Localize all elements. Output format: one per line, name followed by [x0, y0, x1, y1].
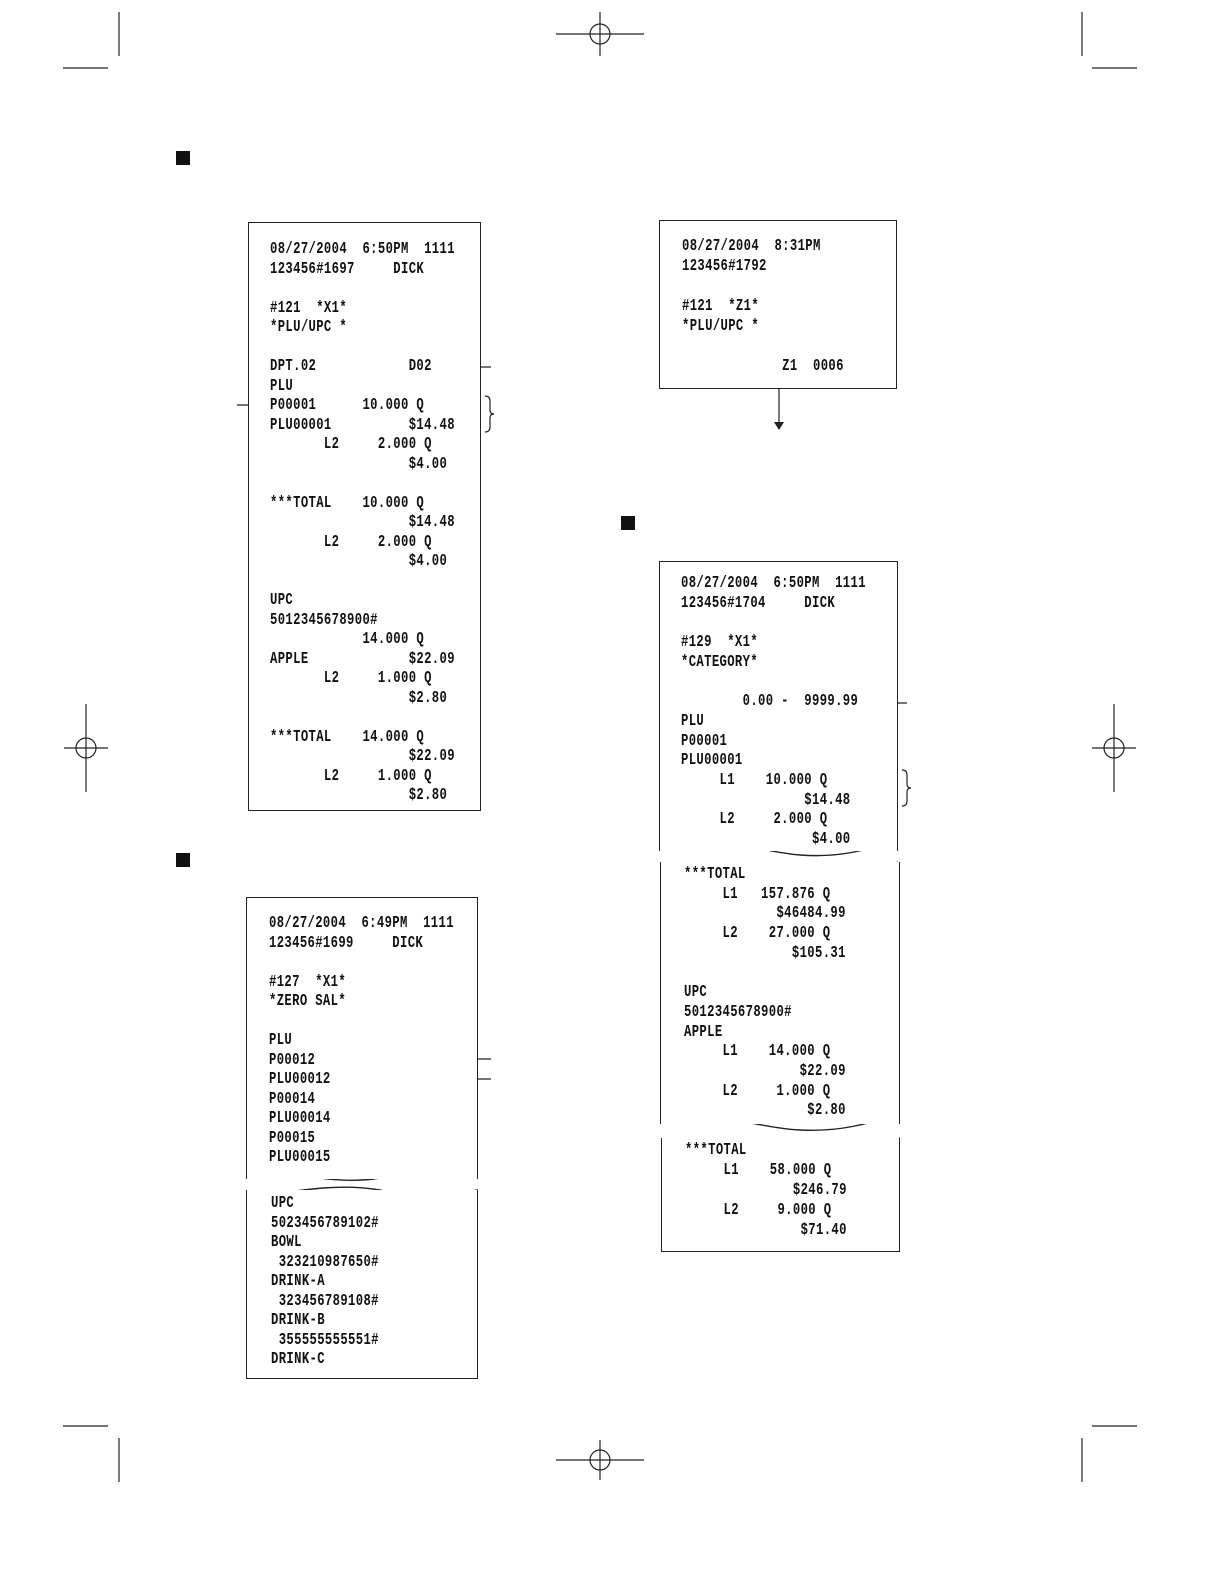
receipt-line: 5012345678900#	[684, 1002, 792, 1022]
receipt-line: $4.00	[681, 830, 851, 850]
receipt-line: PLU00001	[681, 751, 743, 771]
section-bullet-category-report	[621, 516, 635, 530]
receipt-line: UPC	[684, 983, 708, 1003]
receipt-line: 08/27/2004 8:31PM	[682, 237, 821, 256]
receipt-line: PLU00012	[269, 1070, 331, 1089]
receipt-line: $22.09	[270, 747, 455, 766]
receipt-line: P00001 10.000 Q	[270, 396, 425, 415]
receipt-line: L1 14.000 Q	[684, 1042, 831, 1062]
section-bullet-zero-sales	[176, 853, 190, 867]
receipt-line: 355555555551#	[271, 1330, 379, 1350]
receipt-line: 14.000 Q	[270, 630, 425, 649]
receipt-line: DRINK-A	[271, 1272, 325, 1291]
receipt-line: #127 *X1*	[269, 972, 347, 992]
receipt-line: L2 2.000 Q	[681, 810, 828, 830]
receipt-line: APPLE $22.09	[270, 649, 455, 669]
receipt-category-middle: ***TOTAL L1 157.876 Q $46484.99 L2 27.00…	[660, 862, 900, 1124]
receipt-line: $105.31	[684, 943, 846, 963]
receipt-line: L2 2.000 Q	[270, 532, 432, 552]
receipt-line: L1 58.000 Q	[685, 1161, 832, 1180]
receipt-line: *PLU/UPC *	[682, 317, 760, 336]
receipt-line: *CATEGORY*	[681, 652, 759, 672]
receipt-line: *ZERO SAL*	[269, 992, 347, 1011]
receipt-line: ***TOTAL	[684, 865, 746, 884]
receipt-line: 123456#1697 DICK	[270, 259, 425, 279]
section-bullet-plu-report	[176, 151, 190, 165]
receipt-line: UPC	[271, 1194, 295, 1213]
receipt-line: P00012	[269, 1050, 316, 1070]
receipt-line: L2 27.000 Q	[684, 924, 831, 944]
receipt-line: 123456#1699 DICK	[269, 933, 424, 953]
receipt-line: $4.00	[270, 552, 448, 571]
receipt-line: $246.79	[685, 1181, 847, 1200]
receipt-line: PLU	[681, 711, 705, 731]
receipt-line: DRINK-C	[271, 1350, 325, 1369]
receipt-line: L2 1.000 Q	[684, 1081, 831, 1101]
receipt-line: BOWL	[271, 1233, 302, 1252]
receipt-line: P00001	[681, 731, 728, 751]
receipt-line: $2.80	[270, 786, 448, 805]
receipt-line: Z1 0006	[682, 357, 844, 376]
receipt-line: L2 1.000 Q	[270, 669, 432, 688]
receipt-line: 5012345678900#	[270, 610, 378, 630]
receipt-line: $22.09	[684, 1062, 846, 1081]
receipt-line: PLU00001 $14.48	[270, 415, 455, 435]
receipt-line: L2 2.000 Q	[270, 435, 432, 454]
receipt-line: APPLE	[684, 1022, 723, 1042]
receipt-line: 323210987650#	[271, 1252, 379, 1272]
receipt-line: 0.00 - 9999.99	[681, 692, 859, 712]
receipt-line: 123456#1704 DICK	[681, 593, 836, 613]
receipt-line: DPT.02 D02	[270, 357, 432, 376]
receipt-line: P00014	[269, 1089, 316, 1109]
receipt-line: #121 *X1*	[270, 298, 348, 318]
receipt-line: $71.40	[685, 1221, 847, 1240]
receipt-line: $46484.99	[684, 904, 846, 924]
receipt-line: #121 *Z1*	[682, 297, 760, 316]
receipt-line: ***TOTAL	[685, 1141, 747, 1160]
receipt-line: *PLU/UPC *	[270, 318, 348, 337]
receipt-line: 323456789108#	[271, 1291, 379, 1311]
receipt-line: PLU	[270, 376, 294, 396]
receipt-line: 5023456789102#	[271, 1213, 379, 1233]
receipt-line: $4.00	[270, 454, 448, 474]
receipt-line: P00015	[269, 1128, 316, 1148]
receipt-line: 123456#1792	[682, 257, 767, 276]
receipt-line: $2.80	[684, 1101, 846, 1121]
receipt-category-bottom: ***TOTAL L1 58.000 Q $246.79 L2 9.000 Q …	[661, 1138, 900, 1252]
receipt-line: PLU00015	[269, 1148, 331, 1167]
receipt-line: 08/27/2004 6:49PM 1111	[269, 914, 454, 933]
receipt-line: ***TOTAL 14.000 Q	[270, 727, 425, 747]
receipt-line: $14.48	[270, 513, 455, 532]
receipt-line: L2 1.000 Q	[270, 766, 432, 786]
receipt-line: 08/27/2004 6:50PM 1111	[681, 574, 866, 593]
receipt-line: $2.80	[270, 688, 448, 708]
receipt-line: ***TOTAL 10.000 Q	[270, 493, 425, 513]
receipt-line: PLU	[269, 1031, 293, 1050]
receipt-line: #129 *X1*	[681, 633, 759, 653]
receipt-line: $14.48	[681, 790, 851, 810]
receipt-line: DRINK-B	[271, 1311, 325, 1330]
receipt-line: L1 10.000 Q	[681, 771, 828, 790]
receipt-line: UPC	[270, 591, 294, 610]
receipt-line: L1 157.876 Q	[684, 884, 831, 904]
receipt-line: PLU00014	[269, 1109, 331, 1128]
receipt-line: L2 9.000 Q	[685, 1201, 832, 1220]
receipt-line: 08/27/2004 6:50PM 1111	[270, 240, 455, 259]
